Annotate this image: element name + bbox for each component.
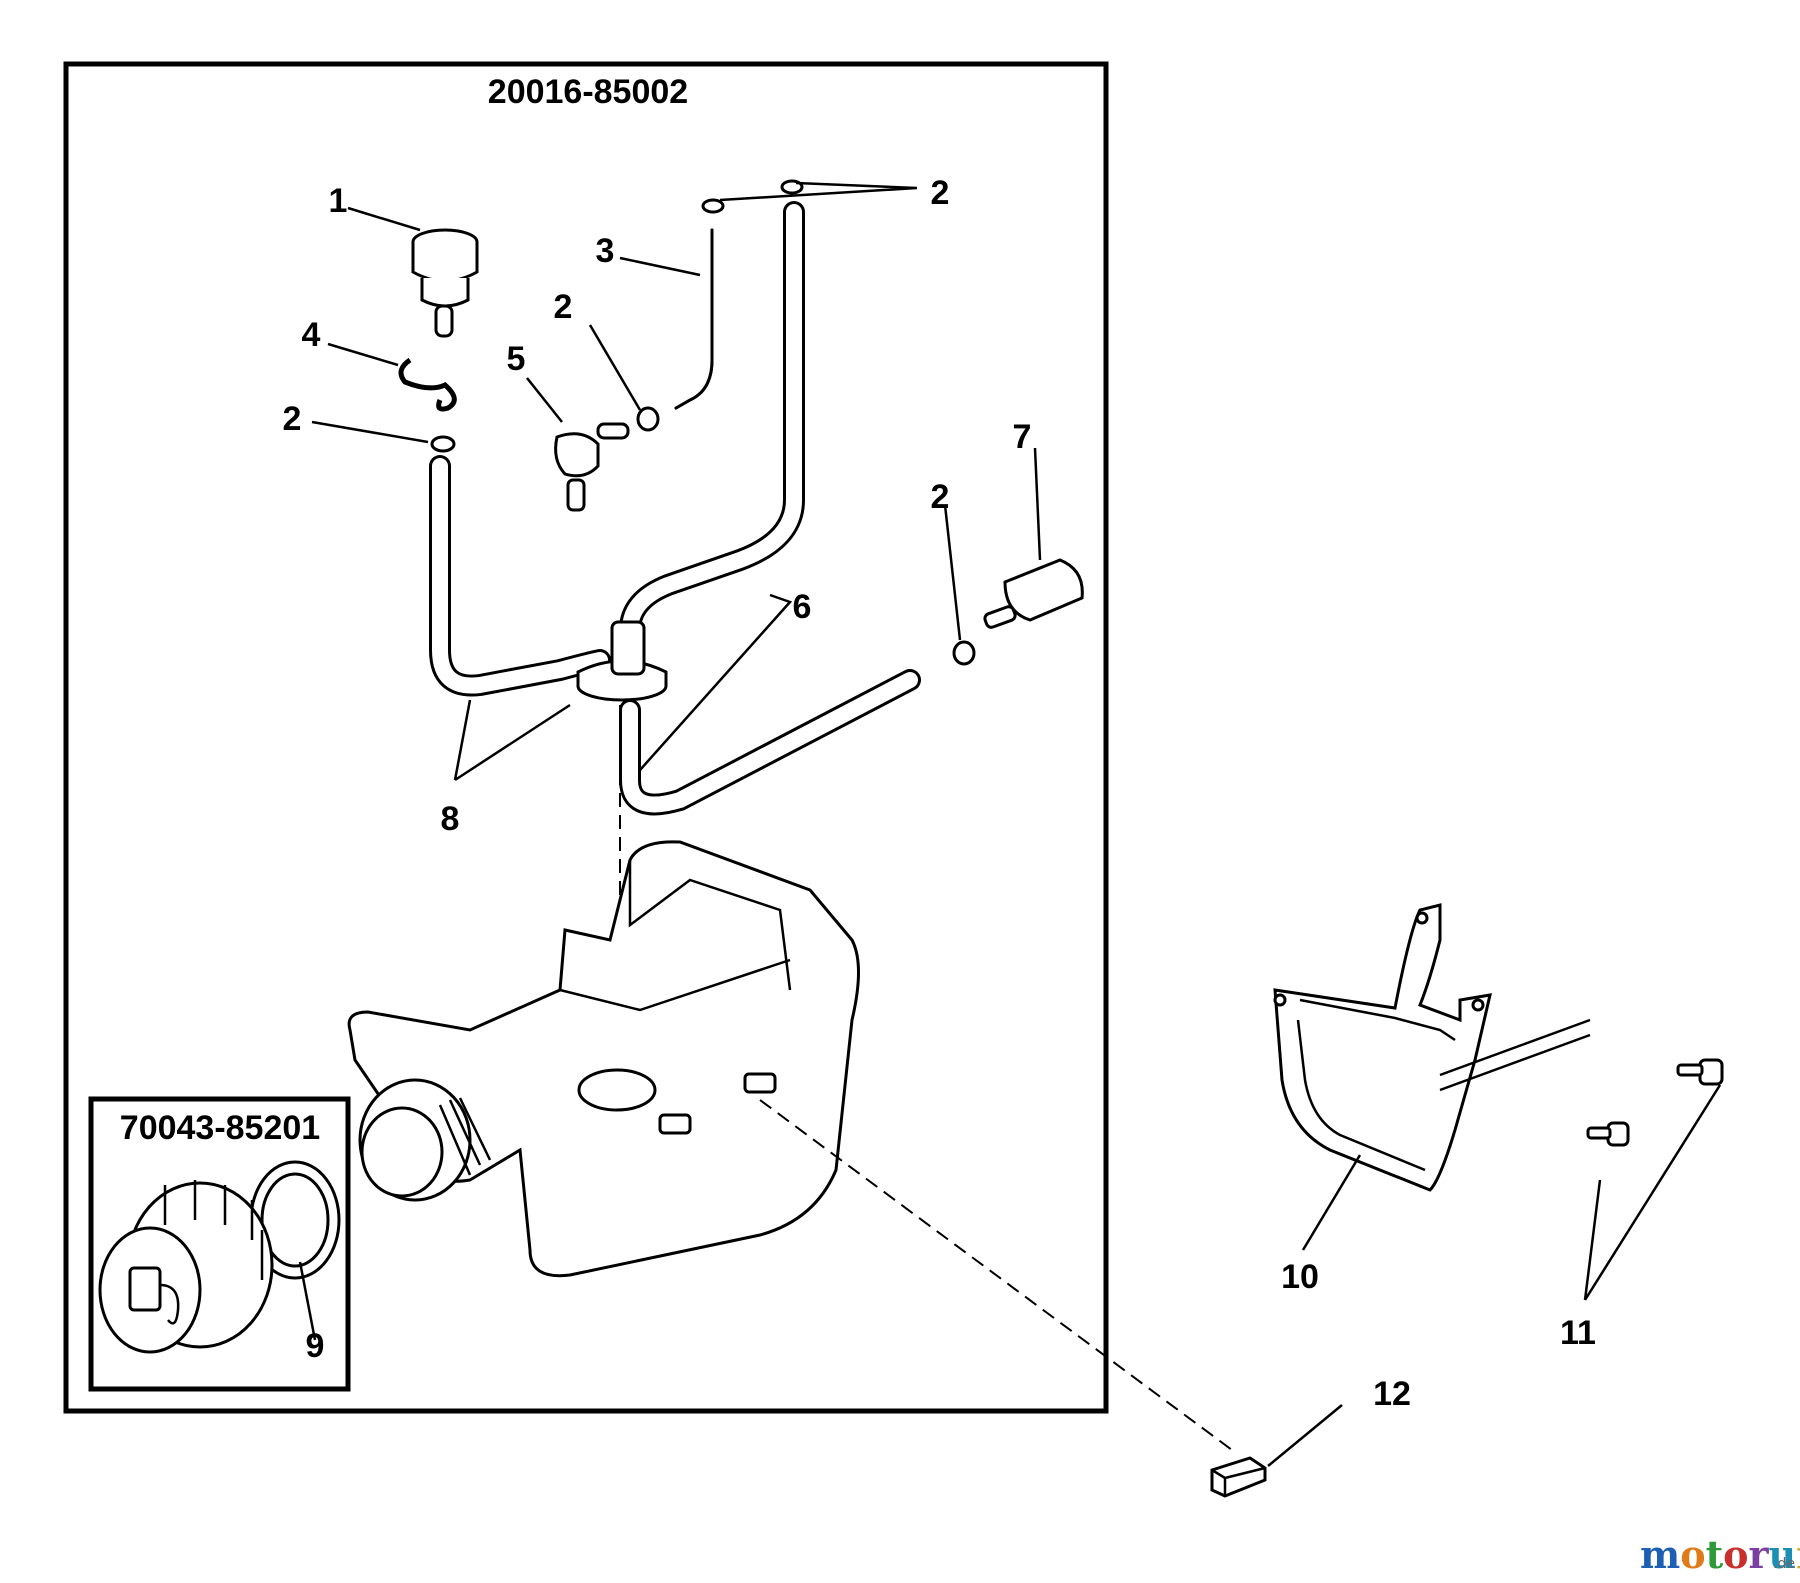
callout-4: 4	[302, 316, 321, 354]
callout-2d: 2	[931, 478, 950, 516]
part-7-fuel-filter	[983, 558, 1084, 629]
part-12-rubber-foot	[1210, 1456, 1267, 1498]
part-11-screw-b	[1586, 1121, 1630, 1147]
watermark-logo: motoruf .de	[1640, 1532, 1800, 1577]
callout-10: 10	[1281, 1258, 1319, 1296]
assembly-frame-cap	[88, 1096, 351, 1392]
callout-3: 3	[596, 232, 615, 270]
part-10-bracket	[1273, 903, 1591, 1192]
part-5-elbow	[554, 422, 630, 512]
part-2-washer-e	[952, 640, 976, 666]
guide-dashed-12	[759, 1099, 1233, 1451]
callout-11: 11	[1560, 1314, 1596, 1352]
assembly-number-cap: 70043-85201	[120, 1109, 320, 1147]
part-fuel-tank	[347, 840, 860, 1278]
callout-2b: 2	[554, 288, 573, 326]
callout-9: 9	[306, 1327, 325, 1365]
callout-1: 1	[329, 182, 348, 220]
part-2-washer-a	[701, 198, 725, 214]
callout-6: 6	[793, 588, 812, 626]
part-2-washer-c	[430, 435, 456, 453]
part-11-screw-a	[1676, 1058, 1724, 1086]
callout-12: 12	[1373, 1375, 1411, 1413]
assembly-number-main: 20016-85002	[488, 73, 688, 111]
part-4-clip	[398, 357, 457, 412]
callout-2a: 2	[283, 400, 302, 438]
callout-2c: 2	[931, 174, 950, 212]
callout-8: 8	[441, 800, 460, 838]
callout-7: 7	[1013, 418, 1032, 456]
leader-lines	[298, 181, 1722, 1467]
part-fuel-cap	[98, 1180, 274, 1354]
part-2-washer-d	[636, 406, 660, 432]
callout-5: 5	[507, 340, 526, 378]
svg-text:.de: .de	[1773, 1556, 1795, 1572]
part-9-gasket	[249, 1160, 341, 1280]
svg-text:motoruf: motoruf	[1640, 1532, 1800, 1577]
part-1-filter	[411, 228, 479, 338]
assembly-frame-main	[63, 61, 1109, 1414]
part-8-grommet	[576, 620, 668, 702]
